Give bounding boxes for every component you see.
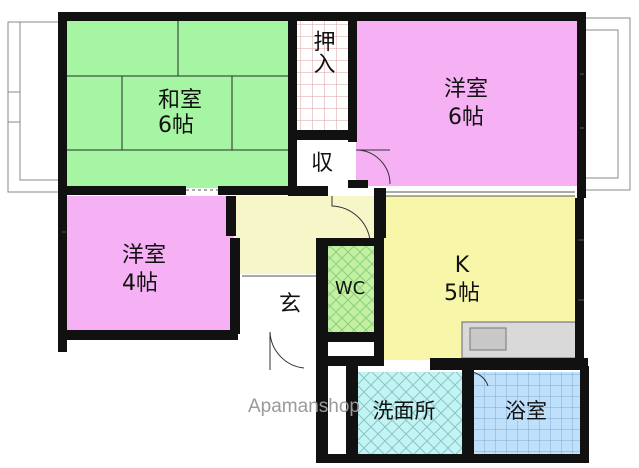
watermark: Apamanshop (248, 396, 360, 417)
washitsu-name: 和室 (158, 88, 202, 113)
washitsu-size: 6帖 (158, 113, 194, 138)
toilet-pattern (326, 244, 374, 332)
youshitsu-4-name: 洋室 (122, 243, 166, 268)
balcony-left (7, 21, 58, 193)
genkan-name: 玄 (279, 292, 301, 317)
walls (58, 12, 589, 463)
yokushitsu-pattern (474, 372, 580, 458)
shuno-area (296, 140, 348, 186)
yokushitsu-name: 浴室 (505, 399, 547, 423)
youshitsu-4-size: 4帖 (122, 271, 158, 296)
shuno-name: 収 (311, 151, 333, 176)
youshitsu-6-size: 6帖 (448, 105, 484, 130)
senmen-name: 洗面所 (373, 399, 436, 423)
youshitsu-6-name: 洋室 (444, 77, 488, 102)
room-youshitsu-6 (356, 20, 578, 186)
toilet-name: WC (335, 278, 365, 299)
kitchen-size: 5帖 (444, 281, 480, 306)
oshiire-pattern (296, 20, 348, 130)
room-youshitsu-4 (66, 196, 234, 330)
kitchen-sink (469, 327, 507, 351)
balcony-right (584, 17, 631, 191)
senmen-pattern (358, 372, 462, 458)
kitchen-name: K (455, 253, 470, 278)
thin-lines (62, 73, 584, 301)
oshiire-name: 押入 (310, 30, 336, 74)
genkan-area (242, 276, 318, 328)
tatami-lines (66, 20, 288, 151)
room-washitsu (66, 20, 288, 188)
